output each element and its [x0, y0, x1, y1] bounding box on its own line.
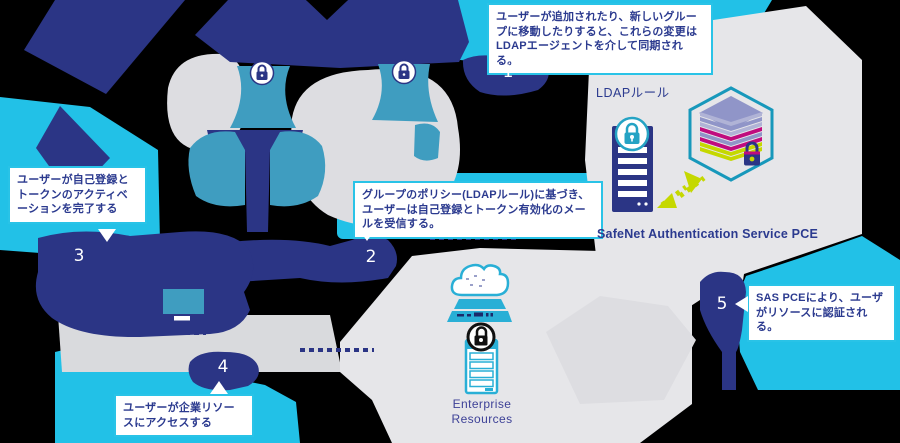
callout-pointer	[500, 49, 518, 62]
band-notch	[306, 0, 348, 20]
callout-pointer	[98, 229, 116, 242]
enterprise-label-line2: Resources	[451, 412, 513, 426]
teal-shapes	[188, 64, 440, 207]
cloud-icon	[450, 263, 510, 297]
step-number-4: 4	[217, 357, 229, 377]
navy-shapes	[24, 0, 746, 391]
sas-server-icon	[612, 116, 653, 212]
callout-step-4: ユーザーが企業リソースにアクセスする	[114, 394, 254, 438]
enterprise-resources-label: Enterprise Resources	[436, 397, 528, 427]
callout-step-1: ユーザーが追加されたり、新しいグループに移動したりすると、これらの変更はLDAP…	[487, 3, 713, 76]
gateway-icon	[447, 299, 512, 322]
callout-pointer	[358, 228, 376, 241]
step-number-5: 5	[716, 294, 728, 314]
policy-cube-icon	[688, 86, 774, 182]
lock-badge-icon	[391, 59, 417, 85]
laptop-icon	[163, 289, 204, 321]
resource-lock-icon	[466, 322, 496, 352]
cube-lock-icon	[744, 141, 760, 166]
step-number-1: 1	[502, 62, 514, 82]
resource-server-icon	[464, 322, 499, 395]
sync-arrows-icon	[657, 171, 706, 208]
sas-pce-label: SafeNet Authentication Service PCE	[597, 227, 818, 241]
step-number-3: 3	[73, 246, 85, 266]
ldap-rule-label: LDAPルール	[596, 86, 670, 100]
callout-step-5: SAS PCEにより、ユーザがリソースに認証される。	[747, 284, 896, 342]
callout-pointer	[210, 381, 228, 394]
step-number-2: 2	[365, 247, 377, 267]
callout-step-3: ユーザーが自己登録とトークンのアクティベーションを完了する	[8, 166, 147, 224]
enterprise-label-line1: Enterprise	[452, 397, 512, 411]
callout-pointer	[735, 296, 748, 312]
callout-step-2: グループのポリシー(LDAPルール)に基づき、ユーザーは自己登録とトークン有効化…	[353, 181, 603, 239]
lock-badge-icon	[249, 60, 275, 86]
